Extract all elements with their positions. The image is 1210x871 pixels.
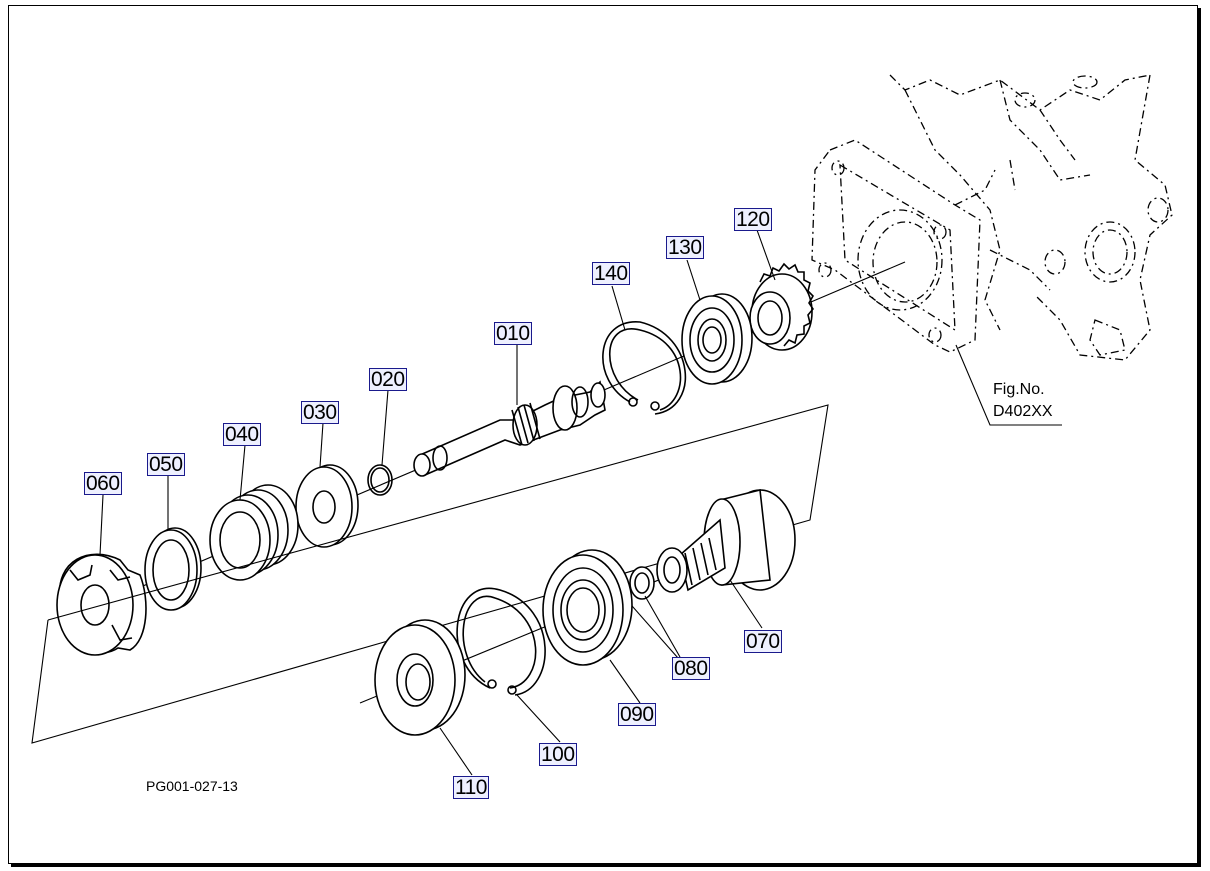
- part-130-bearing-drawing: [681, 293, 753, 385]
- part-label-110[interactable]: 110: [453, 776, 489, 799]
- part-label-070[interactable]: 070: [744, 630, 782, 653]
- part-050-washer-drawing: [144, 527, 202, 611]
- part-label-040[interactable]: 040: [223, 423, 261, 446]
- part-label-080[interactable]: 080: [672, 657, 710, 680]
- part-label-060[interactable]: 060: [84, 472, 122, 495]
- part-040-spring-drawing: [209, 484, 299, 581]
- part-080-ring-drawing: [618, 566, 655, 600]
- part-070-sleeve-drawing: [656, 489, 796, 593]
- part-label-130[interactable]: 130: [666, 236, 704, 259]
- subassembly-bracket: [31, 404, 829, 744]
- fig-ref-number: D402XX: [993, 403, 1053, 420]
- part-090-bearing-drawing: [542, 549, 633, 666]
- part-140-circlip-drawing: [602, 321, 687, 415]
- part-label-140[interactable]: 140: [592, 262, 630, 285]
- diagram-frame: [8, 5, 1198, 864]
- housing-outline: [811, 74, 1173, 361]
- part-label-120[interactable]: 120: [734, 208, 772, 231]
- part-110-seal-drawing: [374, 619, 466, 736]
- part-030-washer-drawing: [295, 464, 359, 548]
- part-010-shaft-drawing: [413, 380, 606, 477]
- part-label-100[interactable]: 100: [539, 743, 577, 766]
- part-120-gear-drawing: [749, 262, 814, 351]
- part-020-ring-drawing: [367, 464, 393, 496]
- part-label-090[interactable]: 090: [618, 703, 656, 726]
- part-label-050[interactable]: 050: [147, 453, 185, 476]
- part-label-030[interactable]: 030: [301, 401, 339, 424]
- fig-ref-label: Fig.No.: [993, 381, 1045, 398]
- fig-ref-leader: [955, 344, 1062, 426]
- part-label-020[interactable]: 020: [369, 368, 407, 391]
- part-060-collar-drawing: [56, 553, 147, 656]
- drawing-code: PG001-027-13: [146, 778, 238, 794]
- part-label-010[interactable]: 010: [494, 322, 532, 345]
- part-100-circlip-drawing: [456, 587, 546, 696]
